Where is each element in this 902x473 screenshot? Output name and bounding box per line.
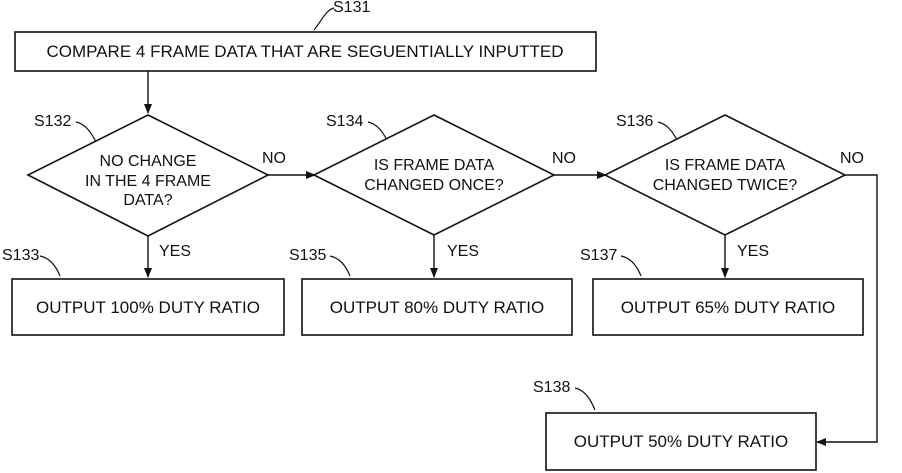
decision-diamond-s134: [314, 115, 554, 235]
decision-text-s134-line2: CHANGED ONCE?: [364, 177, 504, 194]
step-ref-s135: S135: [289, 247, 326, 264]
leader-s135: [330, 256, 350, 276]
leader-s131: [314, 8, 334, 30]
leader-s136: [658, 122, 678, 142]
decision-diamond-s136: [605, 115, 845, 235]
leader-s137: [621, 256, 641, 276]
leader-s138: [575, 388, 595, 410]
step-ref-s138: S138: [533, 379, 570, 396]
process-text-s135: OUTPUT 80% DUTY RATIO: [330, 298, 544, 317]
branch-label-s132-no: NO: [262, 150, 286, 167]
branch-label-s134-yes: YES: [447, 243, 479, 260]
branch-label-s132-yes: YES: [159, 243, 191, 260]
step-ref-s131: S131: [333, 0, 370, 16]
step-ref-s133: S133: [2, 247, 39, 264]
decision-text-s136-line2: CHANGED TWICE?: [653, 177, 798, 194]
leader-s133: [40, 256, 60, 276]
step-ref-s134: S134: [326, 113, 363, 130]
process-text-s133: OUTPUT 100% DUTY RATIO: [36, 298, 260, 317]
decision-text-s134-line1: IS FRAME DATA: [374, 157, 495, 174]
decision-text-s132-line3: DATA?: [123, 192, 172, 209]
decision-text-s136-line1: IS FRAME DATA: [665, 157, 786, 174]
process-text-s137: OUTPUT 65% DUTY RATIO: [621, 298, 835, 317]
step-ref-s132: S132: [34, 113, 71, 130]
process-text-s131: COMPARE 4 FRAME DATA THAT ARE SEGUENTIAL…: [46, 42, 563, 61]
decision-text-s132-line2: IN THE 4 FRAME: [85, 173, 211, 190]
branch-label-s136-no: NO: [840, 150, 864, 167]
process-text-s138: OUTPUT 50% DUTY RATIO: [574, 432, 788, 451]
branch-label-s134-no: NO: [552, 150, 576, 167]
branch-label-s136-yes: YES: [737, 243, 769, 260]
leader-s132: [76, 122, 96, 142]
step-ref-s136: S136: [616, 113, 653, 130]
step-ref-s137: S137: [580, 247, 617, 264]
decision-text-s132-line1: NO CHANGE: [100, 153, 197, 170]
